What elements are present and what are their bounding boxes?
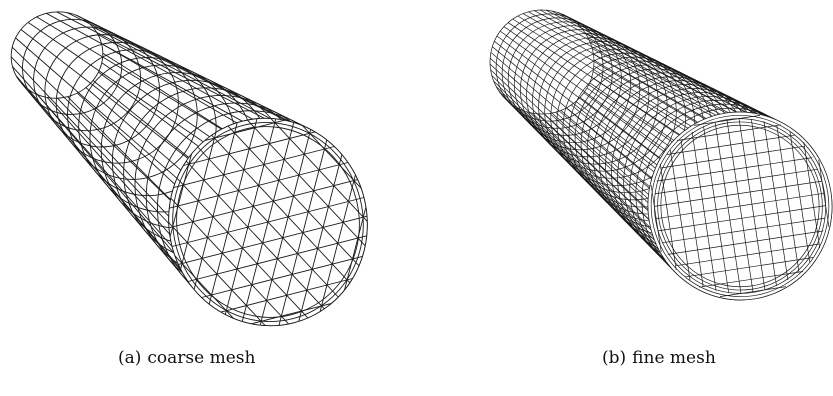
cap-mesh-line bbox=[656, 157, 813, 182]
mesh-ring bbox=[526, 33, 650, 158]
cap-mesh-line bbox=[298, 154, 343, 322]
cap-mesh-line bbox=[170, 197, 289, 325]
end-cap-mesh bbox=[647, 111, 833, 301]
mesh-ring bbox=[10, 11, 104, 99]
coarse-mesh-cylinder bbox=[10, 11, 368, 327]
cap-mesh-line bbox=[655, 192, 825, 220]
cap-mesh-line bbox=[660, 145, 805, 169]
mesh-ring bbox=[544, 44, 677, 179]
mesh-ring bbox=[520, 29, 641, 151]
caption-text: fine mesh bbox=[632, 348, 716, 368]
cap-mesh-line bbox=[174, 255, 234, 319]
mesh-ring bbox=[538, 41, 668, 172]
mesh-ring bbox=[562, 56, 705, 201]
caption-fine-mesh: (b)fine mesh bbox=[602, 348, 716, 368]
caption-text: coarse mesh bbox=[147, 348, 256, 368]
cap-mesh-line bbox=[173, 146, 335, 189]
end-cap-face bbox=[168, 118, 368, 326]
cap-mesh-line bbox=[675, 243, 820, 267]
panel-fine-mesh: (b)fine mesh bbox=[416, 0, 833, 396]
cap-mesh-line bbox=[699, 271, 804, 288]
cap-mesh-line bbox=[168, 179, 358, 229]
cap-mesh-line bbox=[667, 230, 824, 255]
cap-mesh-line bbox=[208, 118, 258, 305]
panel-coarse-mesh: (a)coarse mesh bbox=[0, 0, 416, 396]
panel-label: (a) bbox=[118, 348, 142, 368]
cap-mesh-line bbox=[169, 153, 192, 238]
mesh-ring bbox=[489, 9, 595, 115]
cap-mesh-line bbox=[676, 124, 781, 141]
mesh-ring bbox=[532, 37, 659, 165]
mesh-ring bbox=[507, 21, 622, 136]
cap-mesh-line bbox=[694, 115, 761, 126]
cap-mesh-line bbox=[241, 122, 295, 322]
mesh-ring bbox=[556, 52, 696, 194]
cap-mesh-line bbox=[180, 132, 217, 270]
mesh-ring bbox=[21, 18, 123, 115]
cap-mesh-line bbox=[259, 129, 312, 326]
fine-mesh-cylinder bbox=[489, 9, 833, 301]
cap-mesh-line bbox=[662, 217, 826, 244]
cap-mesh-line bbox=[185, 160, 325, 310]
cap-mesh-line bbox=[193, 122, 238, 290]
cap-mesh-line bbox=[319, 174, 356, 312]
cap-mesh-line bbox=[201, 255, 363, 298]
panel-label: (b) bbox=[602, 348, 627, 368]
cap-mesh-line bbox=[224, 118, 277, 315]
mesh-ring bbox=[78, 57, 217, 197]
mesh-ring bbox=[550, 48, 686, 186]
cap-mesh-line bbox=[211, 134, 351, 284]
end-cap-face bbox=[647, 112, 833, 300]
cap-mesh-line bbox=[344, 206, 367, 291]
cap-mesh-line bbox=[302, 125, 362, 189]
cap-mesh-line bbox=[719, 286, 786, 297]
mesh-wireframe bbox=[10, 11, 368, 327]
mesh-wireframe bbox=[489, 9, 833, 301]
end-cap-ring bbox=[654, 118, 826, 294]
cap-mesh-line bbox=[666, 134, 795, 155]
end-cap-ring bbox=[650, 114, 830, 298]
cap-mesh-line bbox=[685, 257, 814, 278]
end-cap-ring bbox=[647, 111, 833, 301]
mesh-ring bbox=[55, 41, 179, 164]
cap-mesh-line bbox=[278, 139, 328, 326]
end-cap-ring bbox=[168, 117, 368, 327]
mesh-ring bbox=[33, 26, 142, 132]
cap-mesh-line bbox=[204, 119, 285, 142]
mesh-ring bbox=[495, 13, 604, 122]
end-cap-mesh bbox=[168, 117, 368, 327]
cap-mesh-line bbox=[654, 180, 823, 207]
cap-mesh-line bbox=[251, 302, 332, 325]
cap-mesh-line bbox=[657, 205, 826, 232]
mesh-ring bbox=[501, 17, 613, 129]
cap-mesh-line bbox=[654, 168, 818, 195]
mesh-ring bbox=[44, 34, 160, 148]
cap-mesh-line bbox=[178, 215, 368, 265]
mesh-ring bbox=[513, 25, 632, 144]
cap-mesh-line bbox=[247, 119, 366, 247]
caption-coarse-mesh: (a)coarse mesh bbox=[118, 348, 255, 368]
